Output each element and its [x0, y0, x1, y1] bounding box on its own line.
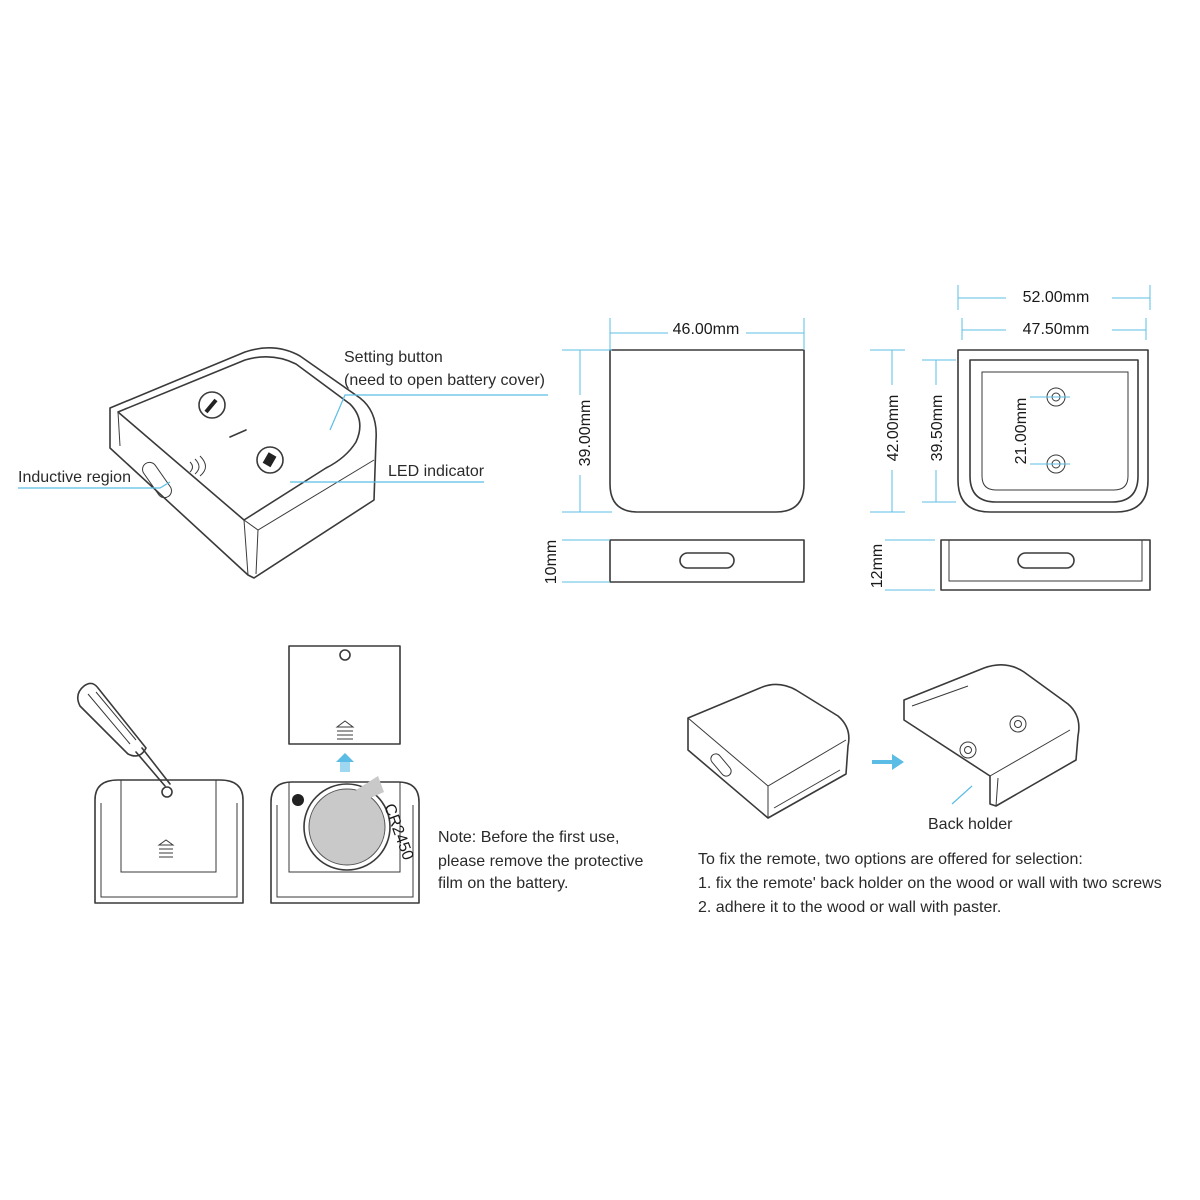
led-indicator-label: LED indicator	[388, 463, 485, 480]
remote-front-view	[562, 318, 805, 583]
mounting-line-3: 2. adhere it to the wood or wall with pa…	[698, 899, 1001, 916]
back-holder-label: Back holder	[928, 816, 1013, 833]
remote-to-holder-illustration	[687, 664, 1080, 819]
holder-outer-height-dim: 42.00mm	[885, 395, 902, 462]
battery-button-icon	[256, 446, 284, 474]
remote-height-dim: 39.00mm	[577, 400, 594, 467]
holder-front-view	[870, 285, 1151, 591]
setting-button-label: Setting button	[344, 349, 443, 366]
hole-spacing-dim: 21.00mm	[1013, 398, 1030, 465]
slide-arrow-icon	[157, 839, 175, 858]
arrow-up-icon	[336, 753, 354, 762]
mounting-line-2: 1. fix the remote' back holder on the wo…	[698, 875, 1162, 892]
remote-isometric-view	[18, 347, 548, 579]
battery-model-label: CR2450	[380, 802, 416, 863]
holder-inner-height-dim: 39.50mm	[929, 395, 946, 462]
battery-compartment: CR2450	[270, 645, 420, 904]
remote-depth-dim: 10mm	[543, 540, 560, 584]
mode-button-icon	[198, 391, 226, 419]
mounting-line-1: To fix the remote, two options are offer…	[698, 851, 1083, 868]
led-indicator-mark	[229, 429, 247, 438]
note-line-1: Note: Before the first use,	[438, 829, 619, 846]
nfc-icon	[189, 455, 206, 477]
remote-width-dim: 46.00mm	[673, 321, 740, 338]
arrow-right-icon	[872, 754, 904, 770]
note-line-2: please remove the protective	[438, 853, 644, 870]
battery-cover-removal	[76, 682, 244, 904]
screw-icon	[161, 786, 173, 798]
holder-inner-width-dim: 47.50mm	[1023, 321, 1090, 338]
note-line-3: film on the battery.	[438, 875, 568, 892]
setting-button-note: (need to open battery cover)	[344, 372, 545, 389]
inductive-region-label: Inductive region	[18, 469, 131, 486]
holder-depth-dim: 12mm	[869, 544, 886, 588]
screwdriver-icon	[76, 682, 171, 787]
holder-outer-width-dim: 52.00mm	[1023, 289, 1090, 306]
